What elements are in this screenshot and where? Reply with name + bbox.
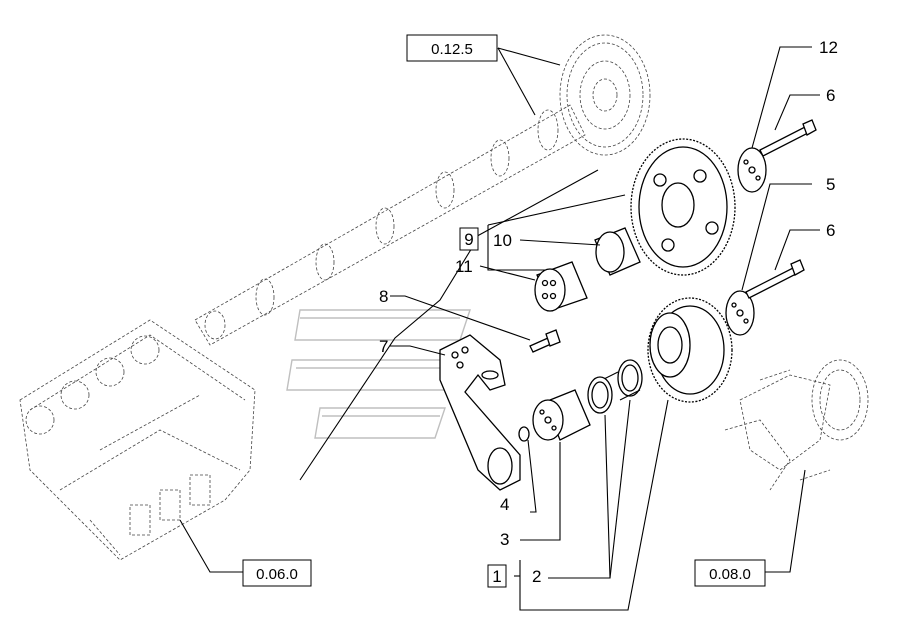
bushing-10 <box>594 227 641 276</box>
cylinder-head-drawing <box>19 319 256 561</box>
thrust-washer-12 <box>737 147 767 193</box>
idler-gear-upper <box>630 138 736 276</box>
callout-6-upper[interactable]: 6 <box>826 86 835 105</box>
callout-11[interactable]: 11 <box>455 257 473 276</box>
bushing-2a <box>597 359 643 401</box>
ref-camshaft[interactable]: 0.12.5 <box>406 34 498 62</box>
callout-7[interactable]: 7 <box>379 337 388 356</box>
crankshaft-drawing <box>724 359 869 491</box>
camshaft-gear-drawing <box>559 34 651 156</box>
callout-1[interactable]: 1 <box>487 564 507 588</box>
camshaft-drawing <box>194 104 586 346</box>
callout-3[interactable]: 3 <box>500 530 509 549</box>
hub-3 <box>532 389 591 441</box>
bushing-2b <box>587 376 613 414</box>
callout-5[interactable]: 5 <box>826 175 835 194</box>
callout-9[interactable]: 9 <box>459 227 479 251</box>
callout-10[interactable]: 10 <box>493 231 512 250</box>
callout-6-lower[interactable]: 6 <box>826 221 835 240</box>
callout-1-label: 1 <box>492 567 501 586</box>
ref-crankshaft[interactable]: 0.08.0 <box>694 559 766 587</box>
bracket-7 <box>439 334 521 491</box>
bolt-6-upper <box>759 119 817 157</box>
leader-lines <box>179 46 820 611</box>
ref-cylinder-head-label: 0.06.0 <box>256 566 298 583</box>
callout-2[interactable]: 2 <box>532 567 541 586</box>
callout-12[interactable]: 12 <box>819 38 838 57</box>
ref-camshaft-label: 0.12.5 <box>431 41 473 58</box>
callout-9-label: 9 <box>464 230 473 249</box>
pin-4 <box>518 426 530 442</box>
bolt-8 <box>529 329 561 353</box>
bolt-6-lower <box>745 259 805 299</box>
ref-crankshaft-label: 0.08.0 <box>709 566 751 583</box>
bearing-11 <box>534 261 588 312</box>
thrust-washer-5 <box>725 290 755 336</box>
callout-4[interactable]: 4 <box>500 495 509 514</box>
ref-cylinder-head[interactable]: 0.06.0 <box>242 559 312 587</box>
callout-8[interactable]: 8 <box>379 287 388 306</box>
idler-gear-lower <box>647 297 733 403</box>
